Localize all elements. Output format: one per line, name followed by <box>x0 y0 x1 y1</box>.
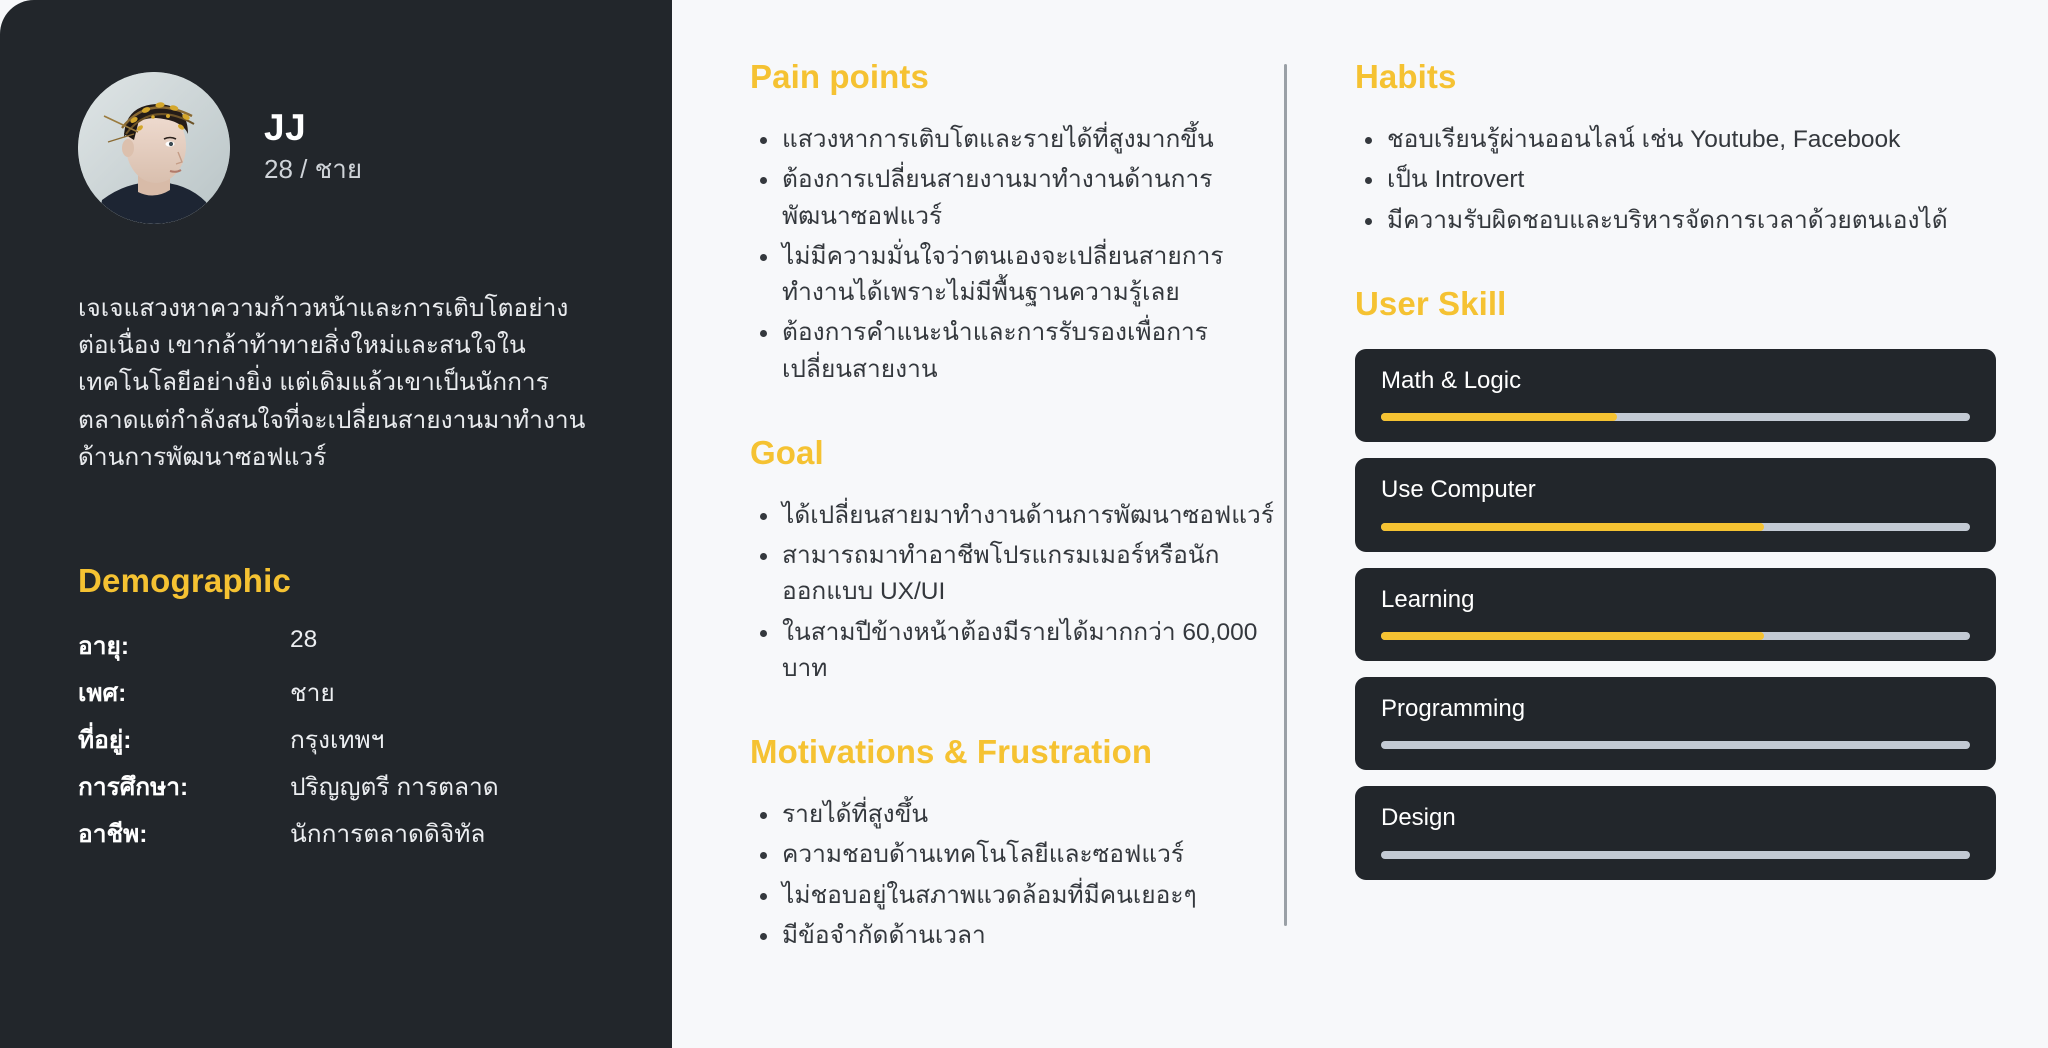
skill-label: Use Computer <box>1381 476 1536 504</box>
list-item: ในสามปีข้างหน้าต้องมีรายได้มากกว่า 60,00… <box>750 615 1274 688</box>
list-item: ชอบเรียนรู้ผ่านออนไลน์ เช่น Youtube, Fac… <box>1355 122 1996 158</box>
pain-points-section: Pain points แสวงหาการเติบโตและรายได้ที่ส… <box>750 58 1274 388</box>
skill-label: Programming <box>1381 694 1526 722</box>
portrait-icon <box>78 72 230 224</box>
persona-name: JJ <box>264 107 307 149</box>
skill-card-programming: Programming <box>1355 676 1996 771</box>
demographic-label: การศึกษา: <box>78 774 189 802</box>
skill-fill <box>1381 631 1764 640</box>
list-item: เป็น Introvert <box>1355 162 1996 198</box>
skill-track <box>1381 522 1970 531</box>
list-item: สามารถมาทำอาชีพโปรแกรมเมอร์หรือนักออกแบบ… <box>750 538 1274 611</box>
persona-bio: เจเจแสวงหาความก้าวหน้าและการเติบโตอย่างต… <box>78 295 586 471</box>
skill-track <box>1381 741 1970 750</box>
identity-text: JJ 28 / ชาย <box>264 107 362 189</box>
skill-track <box>1381 850 1970 859</box>
skill-label: Math & Logic <box>1381 366 1522 394</box>
demographic-label: อาชีพ: <box>78 821 148 849</box>
user-skill-section: User Skill Math & Logic Use Computer <box>1355 285 1996 880</box>
pain-points-list: แสวงหาการเติบโตและรายได้ที่สูงมากขึ้น ต้… <box>750 122 1274 388</box>
avatar <box>78 72 230 224</box>
demographic-value: 28 <box>290 626 318 654</box>
column-right: Habits ชอบเรียนรู้ผ่านออนไลน์ เช่น Youtu… <box>1287 58 2048 1048</box>
skill-card-design: Design <box>1355 786 1996 880</box>
demographic-label: เพศ: <box>78 680 127 708</box>
skill-fill <box>1381 413 1617 422</box>
list-item: ต้องการคำแนะนำและการรับรองเพื่อการเปลี่ย… <box>750 315 1274 388</box>
skill-label: Design <box>1381 804 1456 832</box>
list-item: มีความรับผิดชอบและบริหารจัดการเวลาด้วยตน… <box>1355 203 1996 239</box>
demographic-value: ชาย <box>290 680 335 708</box>
skill-card-math-logic: Math & Logic <box>1355 348 1996 443</box>
skill-label: Learning <box>1381 585 1475 613</box>
demographic-label: อายุ: <box>78 633 129 661</box>
content-area: Pain points แสวงหาการเติบโตและรายได้ที่ส… <box>672 0 2048 1048</box>
demographic-label: ที่อยู่: <box>78 727 132 755</box>
list-item: มีข้อจำกัดด้านเวลา <box>750 918 1274 954</box>
identity-row: JJ 28 / ชาย <box>78 72 594 224</box>
column-middle: Pain points แสวงหาการเติบโตและรายได้ที่ส… <box>672 58 1284 1048</box>
demographic-value: กรุงเทพฯ <box>290 727 385 755</box>
habits-list: ชอบเรียนรู้ผ่านออนไลน์ เช่น Youtube, Fac… <box>1355 122 1996 239</box>
motivations-section: Motivations & Frustration รายได้ที่สูงขึ… <box>750 733 1274 954</box>
list-item: ความชอบด้านเทคโนโลยีและซอฟแวร์ <box>750 837 1274 873</box>
list-item: ไม่ชอบอยู่ในสภาพแวดล้อมที่มีคนเยอะๆ <box>750 878 1274 914</box>
list-item: แสวงหาการเติบโตและรายได้ที่สูงมากขึ้น <box>750 122 1274 158</box>
skill-card-learning: Learning <box>1355 567 1996 661</box>
goal-section: Goal ได้เปลี่ยนสายมาทำงานด้านการพัฒนาซอฟ… <box>750 434 1274 687</box>
demographic-heading: Demographic <box>78 562 292 600</box>
column-divider <box>1284 64 1287 926</box>
goal-heading: Goal <box>750 433 824 471</box>
pain-points-heading: Pain points <box>750 58 929 95</box>
list-item: ต้องการเปลี่ยนสายงานมาทำงานด้านการพัฒนาซ… <box>750 162 1274 235</box>
habits-section: Habits ชอบเรียนรู้ผ่านออนไลน์ เช่น Youtu… <box>1355 58 1996 239</box>
demographic-section: Demographic อายุ: 28 เพศ: ชาย ที่อยู่: ก… <box>78 562 594 853</box>
skill-track <box>1381 631 1970 640</box>
list-item: รายได้ที่สูงขึ้น <box>750 797 1274 833</box>
demographic-value: นักการตลาดดิจิทัล <box>290 821 486 849</box>
motivations-list: รายได้ที่สูงขึ้น ความชอบด้านเทคโนโลยีและ… <box>750 797 1274 954</box>
demographic-value: ปริญญตรี การตลาด <box>290 774 499 802</box>
motivations-heading: Motivations & Frustration <box>750 733 1153 770</box>
skill-list: Math & Logic Use Computer Learning <box>1355 348 1996 880</box>
list-item: ไม่มีความมั่นใจว่าตนเองจะเปลี่ยนสายการทำ… <box>750 239 1274 312</box>
list-item: ได้เปลี่ยนสายมาทำงานด้านการพัฒนาซอฟแวร์ <box>750 498 1274 534</box>
persona-meta: 28 / ชาย <box>264 153 363 184</box>
goal-list: ได้เปลี่ยนสายมาทำงานด้านการพัฒนาซอฟแวร์ … <box>750 498 1274 687</box>
habits-heading: Habits <box>1355 58 1457 95</box>
skill-card-use-computer: Use Computer <box>1355 458 1996 552</box>
demographic-table: อายุ: 28 เพศ: ชาย ที่อยู่: กรุงเทพฯ การศ… <box>78 626 594 853</box>
user-skill-heading: User Skill <box>1355 284 1507 322</box>
skill-track <box>1381 413 1970 422</box>
skill-fill <box>1381 522 1764 531</box>
profile-panel: JJ 28 / ชาย เจเจแสวงหาความก้าวหน้าและการ… <box>0 0 672 1048</box>
